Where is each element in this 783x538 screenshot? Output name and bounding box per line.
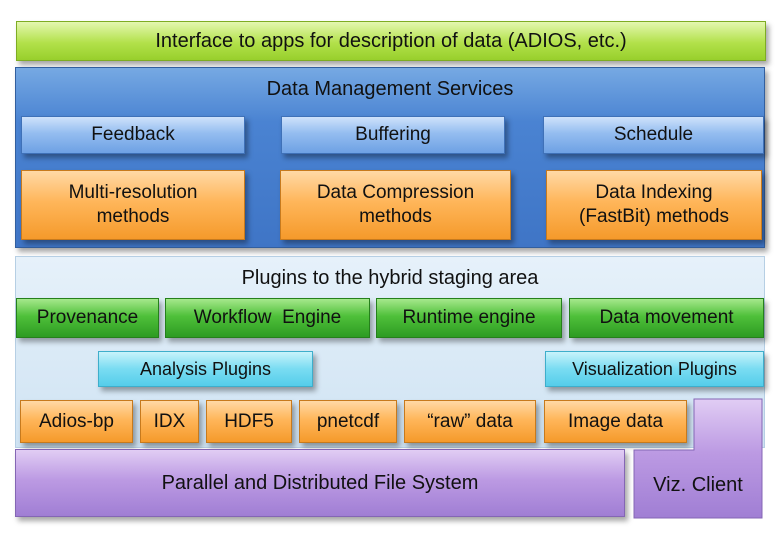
- schedule-box: Schedule: [543, 116, 764, 154]
- data-indexing-line-1: Data Indexing: [595, 182, 713, 204]
- hdf5-label: HDF5: [224, 410, 274, 432]
- multi-resolution-line-1: Multi-resolution: [68, 182, 198, 204]
- analysis-plugins-label: Analysis Plugins: [139, 358, 272, 379]
- parallel-distributed-file-system-bar: Parallel and Distributed File System: [15, 449, 625, 517]
- raw-data-label: “raw” data: [427, 410, 513, 432]
- data-management-services-title: Data Management Services: [266, 77, 514, 100]
- hdf5-box: HDF5: [206, 400, 292, 443]
- pnetcdf-label: pnetcdf: [316, 410, 380, 432]
- provenance-box: Provenance: [16, 298, 159, 338]
- data-compression-methods-box: Data Compression methods: [280, 170, 511, 240]
- data-compression-line-1: Data Compression: [316, 182, 475, 204]
- schedule-label: Schedule: [613, 124, 694, 146]
- interface-to-apps-label: Interface to apps for description of dat…: [155, 29, 627, 52]
- pnetcdf-box: pnetcdf: [299, 400, 397, 443]
- analysis-plugins-box: Analysis Plugins: [98, 351, 313, 387]
- provenance-label: Provenance: [36, 307, 139, 329]
- visualization-plugins-label: Visualization Plugins: [572, 358, 737, 379]
- idx-box: IDX: [140, 400, 199, 443]
- raw-data-box: “raw” data: [404, 400, 536, 443]
- data-indexing-methods-box: Data Indexing (FastBit) methods: [546, 170, 762, 240]
- multi-resolution-methods-box: Multi-resolution methods: [21, 170, 245, 240]
- data-movement-label: Data movement: [599, 307, 734, 329]
- data-management-services-panel: Data Management Services Feedback Buffer…: [15, 67, 765, 248]
- feedback-label: Feedback: [91, 124, 175, 146]
- viz-client-block: Viz. Client: [633, 398, 763, 519]
- file-system-label: Parallel and Distributed File System: [161, 471, 479, 494]
- hybrid-staging-area-panel: Plugins to the hybrid staging area Prove…: [15, 256, 765, 448]
- adios-bp-box: Adios-bp: [20, 400, 133, 443]
- viz-client-label: Viz. Client: [653, 473, 743, 496]
- idx-label: IDX: [153, 410, 186, 432]
- multi-resolution-line-2: methods: [96, 206, 170, 227]
- buffering-label: Buffering: [355, 124, 431, 146]
- data-compression-line-2: methods: [359, 206, 432, 227]
- buffering-box: Buffering: [281, 116, 505, 154]
- interface-to-apps-bar: Interface to apps for description of dat…: [16, 21, 766, 61]
- hybrid-staging-title: Plugins to the hybrid staging area: [241, 266, 539, 289]
- adios-bp-label: Adios-bp: [39, 410, 114, 432]
- image-data-box: Image data: [544, 400, 687, 443]
- image-data-label: Image data: [567, 410, 664, 432]
- workflow-engine-box: Workflow Engine: [165, 298, 370, 338]
- data-movement-box: Data movement: [569, 298, 764, 338]
- data-indexing-line-2: (FastBit) methods: [579, 206, 729, 227]
- viz-client-shape: [633, 398, 763, 519]
- runtime-engine-label: Runtime engine: [402, 307, 536, 329]
- runtime-engine-box: Runtime engine: [376, 298, 562, 338]
- workflow-engine-label: Workflow Engine: [193, 307, 342, 329]
- visualization-plugins-box: Visualization Plugins: [545, 351, 764, 387]
- feedback-box: Feedback: [21, 116, 245, 154]
